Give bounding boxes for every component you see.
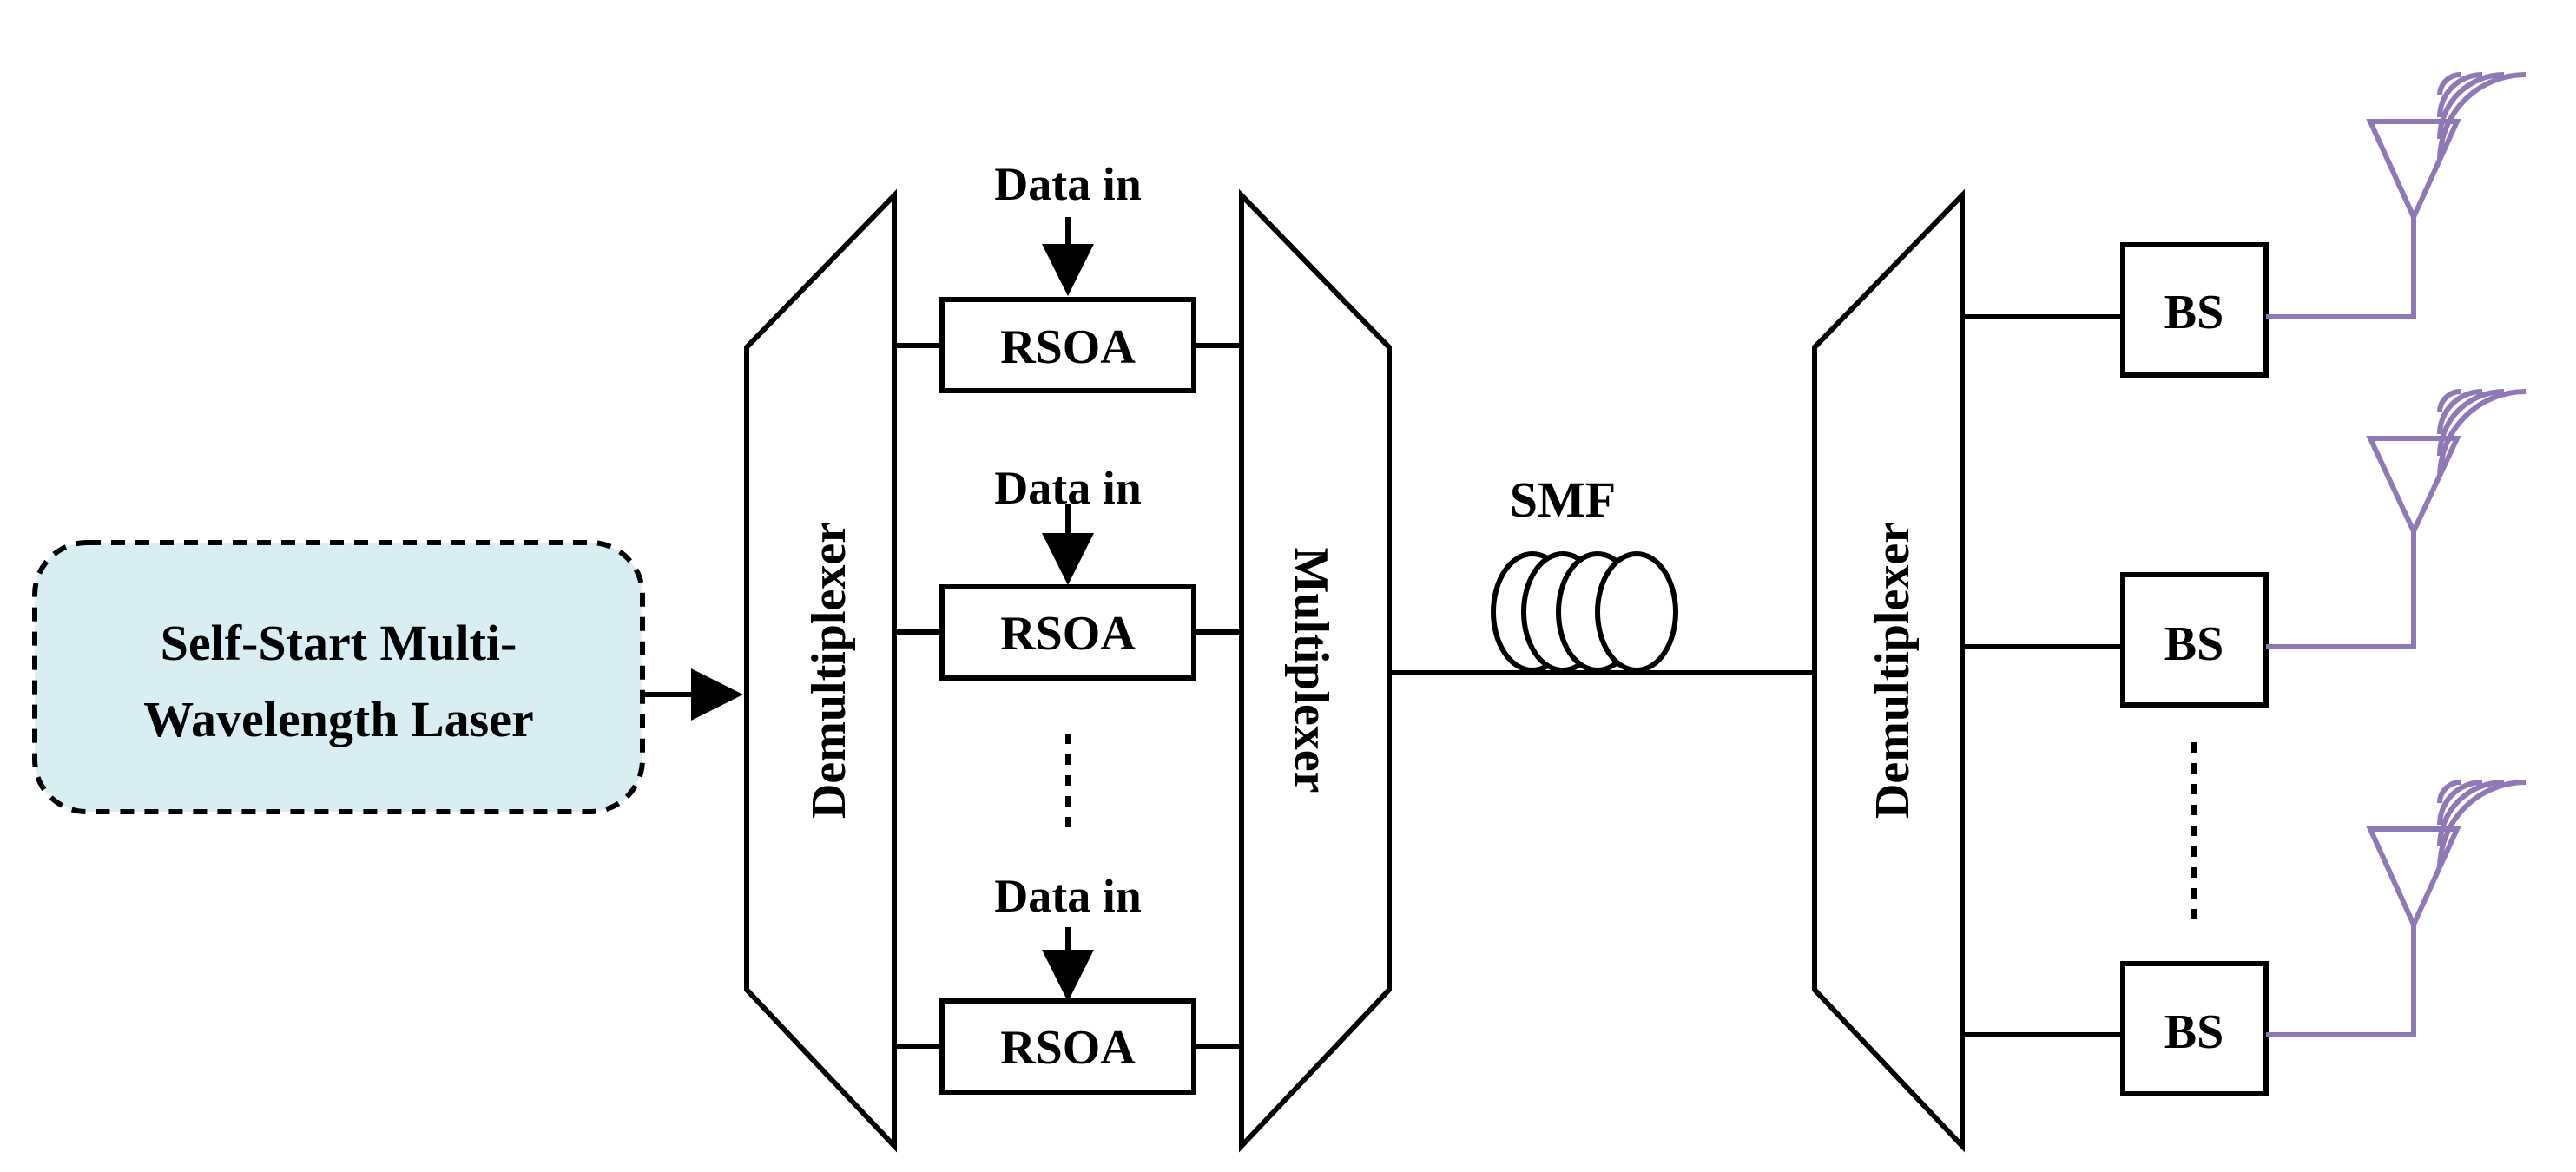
base-station-3: BS [1962, 780, 2527, 1096]
laser-box [32, 540, 645, 814]
demux-left-shape [744, 188, 897, 1153]
mux-shape [1239, 188, 1392, 1153]
laser-label-line1: Self-Start Multi- [161, 615, 517, 671]
bs-box-2 [2120, 572, 2269, 708]
rsoa-box-1 [939, 297, 1196, 393]
base-station-1: BS [1962, 72, 2527, 378]
bs-label-3: BS [2164, 1005, 2224, 1059]
data-in-label-1: Data in [994, 158, 1142, 210]
rsoa-label-2: RSOA [1000, 607, 1136, 661]
channel-1: Data in RSOA [894, 158, 1242, 393]
fiber-coil-4 [1595, 551, 1678, 673]
rsoa-label-1: RSOA [1000, 320, 1136, 374]
smf-label: SMF [1510, 471, 1616, 528]
mux-label: Multiplexer [1284, 547, 1338, 793]
demux-right-shape [1812, 188, 1965, 1153]
bs-box-1 [2120, 242, 2269, 378]
rsoa-box-2 [939, 584, 1196, 681]
demultiplexer-right: Demultiplexer [1812, 188, 1965, 1153]
data-in-label-3: Data in [994, 870, 1142, 922]
demultiplexer-left: Demultiplexer [744, 188, 897, 1153]
bs-label-1: BS [2164, 286, 2224, 339]
demux-right-label: Demultiplexer [1866, 522, 1920, 819]
channel-3: Data in RSOA [894, 870, 1242, 1095]
fiber-link: SMF [1389, 471, 1815, 675]
channel-2: Data in RSOA [894, 462, 1242, 681]
bs-box-3 [2120, 961, 2269, 1096]
laser-source: Self-Start Multi- Wavelength Laser [32, 540, 645, 814]
multiplexer: Multiplexer [1239, 188, 1392, 1153]
rsoa-label-3: RSOA [1000, 1021, 1136, 1075]
bs-label-2: BS [2164, 617, 2224, 671]
antenna-icon [2266, 780, 2527, 1037]
antenna-icon [2266, 72, 2527, 319]
antenna-icon [2266, 389, 2527, 649]
demux-left-label: Demultiplexer [802, 522, 856, 819]
laser-label-line2: Wavelength Laser [143, 691, 533, 747]
base-station-2: BS [1962, 389, 2527, 708]
